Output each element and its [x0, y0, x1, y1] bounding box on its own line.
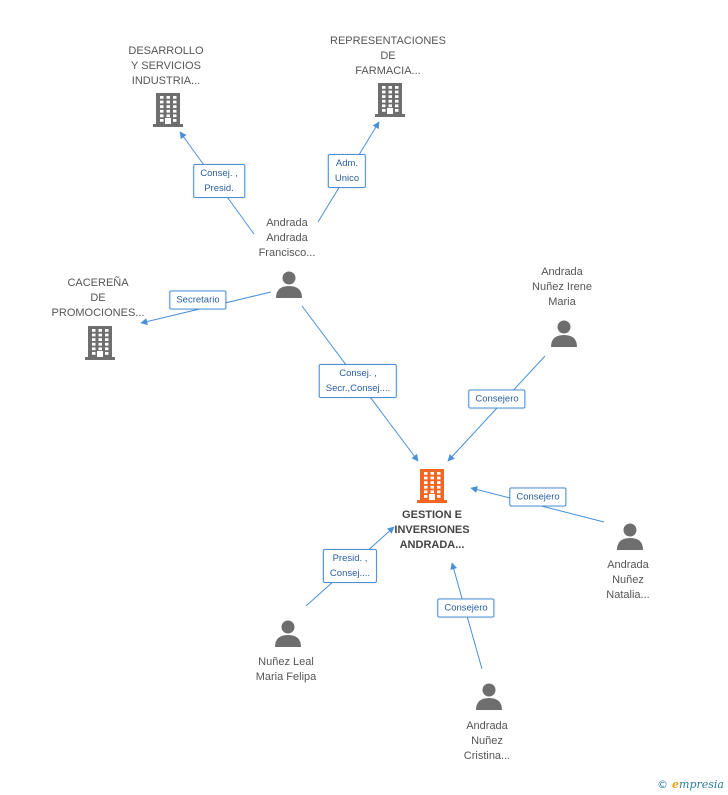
andrada-francisco-person-icon[interactable]	[276, 271, 302, 299]
desarrollo-building-icon[interactable]	[153, 93, 183, 127]
node-label-andrada-francisco[interactable]: Andrada Andrada Francisco...	[258, 217, 316, 259]
watermark: ©empresia	[657, 778, 724, 791]
node-label-andrada-irene[interactable]: Andrada Nuñez Irene Maria	[532, 266, 592, 308]
edge-label-andrada_francisco-to-gestion[interactable]: Consej. , Secr.,Consej....	[318, 364, 398, 398]
brand-initial: e	[672, 778, 680, 791]
representaciones-building-icon[interactable]	[375, 83, 405, 117]
edge-label-andrada_francisco-to-caceréña[interactable]: Secretario	[169, 290, 227, 310]
edge-label-nunez_maria-to-gestion[interactable]: Presid. , Consej....	[322, 549, 378, 583]
andrada-natalia-person-icon[interactable]	[617, 523, 643, 551]
cacera-building-icon[interactable]	[85, 326, 115, 360]
gestion-building-icon[interactable]	[417, 469, 447, 503]
node-label-cacera[interactable]: CACEREÑA DE PROMOCIONES...	[51, 277, 145, 319]
nodes-layer	[85, 83, 643, 710]
edge-label-andrada_cristina-to-gestion[interactable]: Consejero	[437, 598, 495, 618]
edge-label-andrada_francisco-to-desarrollo[interactable]: Consej. , Presid.	[193, 164, 245, 198]
edge-label-andrada_irene-to-gestion[interactable]: Consejero	[468, 389, 526, 409]
edge-label-andrada_natalia-to-gestion[interactable]: Consejero	[509, 487, 567, 507]
node-label-gestion[interactable]: GESTION E INVERSIONES ANDRADA...	[394, 509, 470, 551]
node-label-nunez-maria[interactable]: Nuñez Leal Maria Felipa	[255, 656, 317, 683]
node-label-andrada-natalia[interactable]: Andrada Nuñez Natalia...	[606, 559, 650, 601]
node-label-desarrollo[interactable]: DESARROLLO Y SERVICIOS INDUSTRIA...	[128, 45, 204, 87]
andrada-irene-person-icon[interactable]	[551, 320, 577, 348]
node-label-andrada-cristina[interactable]: Andrada Nuñez Cristina...	[463, 720, 511, 762]
copyright-symbol: ©	[657, 778, 669, 791]
andrada-cristina-person-icon[interactable]	[476, 683, 502, 711]
nunez-maria-person-icon[interactable]	[275, 620, 301, 648]
node-label-representaciones[interactable]: REPRESENTACIONES DE FARMACIA...	[330, 35, 446, 77]
brand-name: mpresia	[679, 778, 724, 791]
edge-andrada_irene-to-gestion	[447, 355, 546, 462]
edge-label-andrada_francisco-to-representaciones[interactable]: Adm. Unico	[327, 154, 367, 188]
